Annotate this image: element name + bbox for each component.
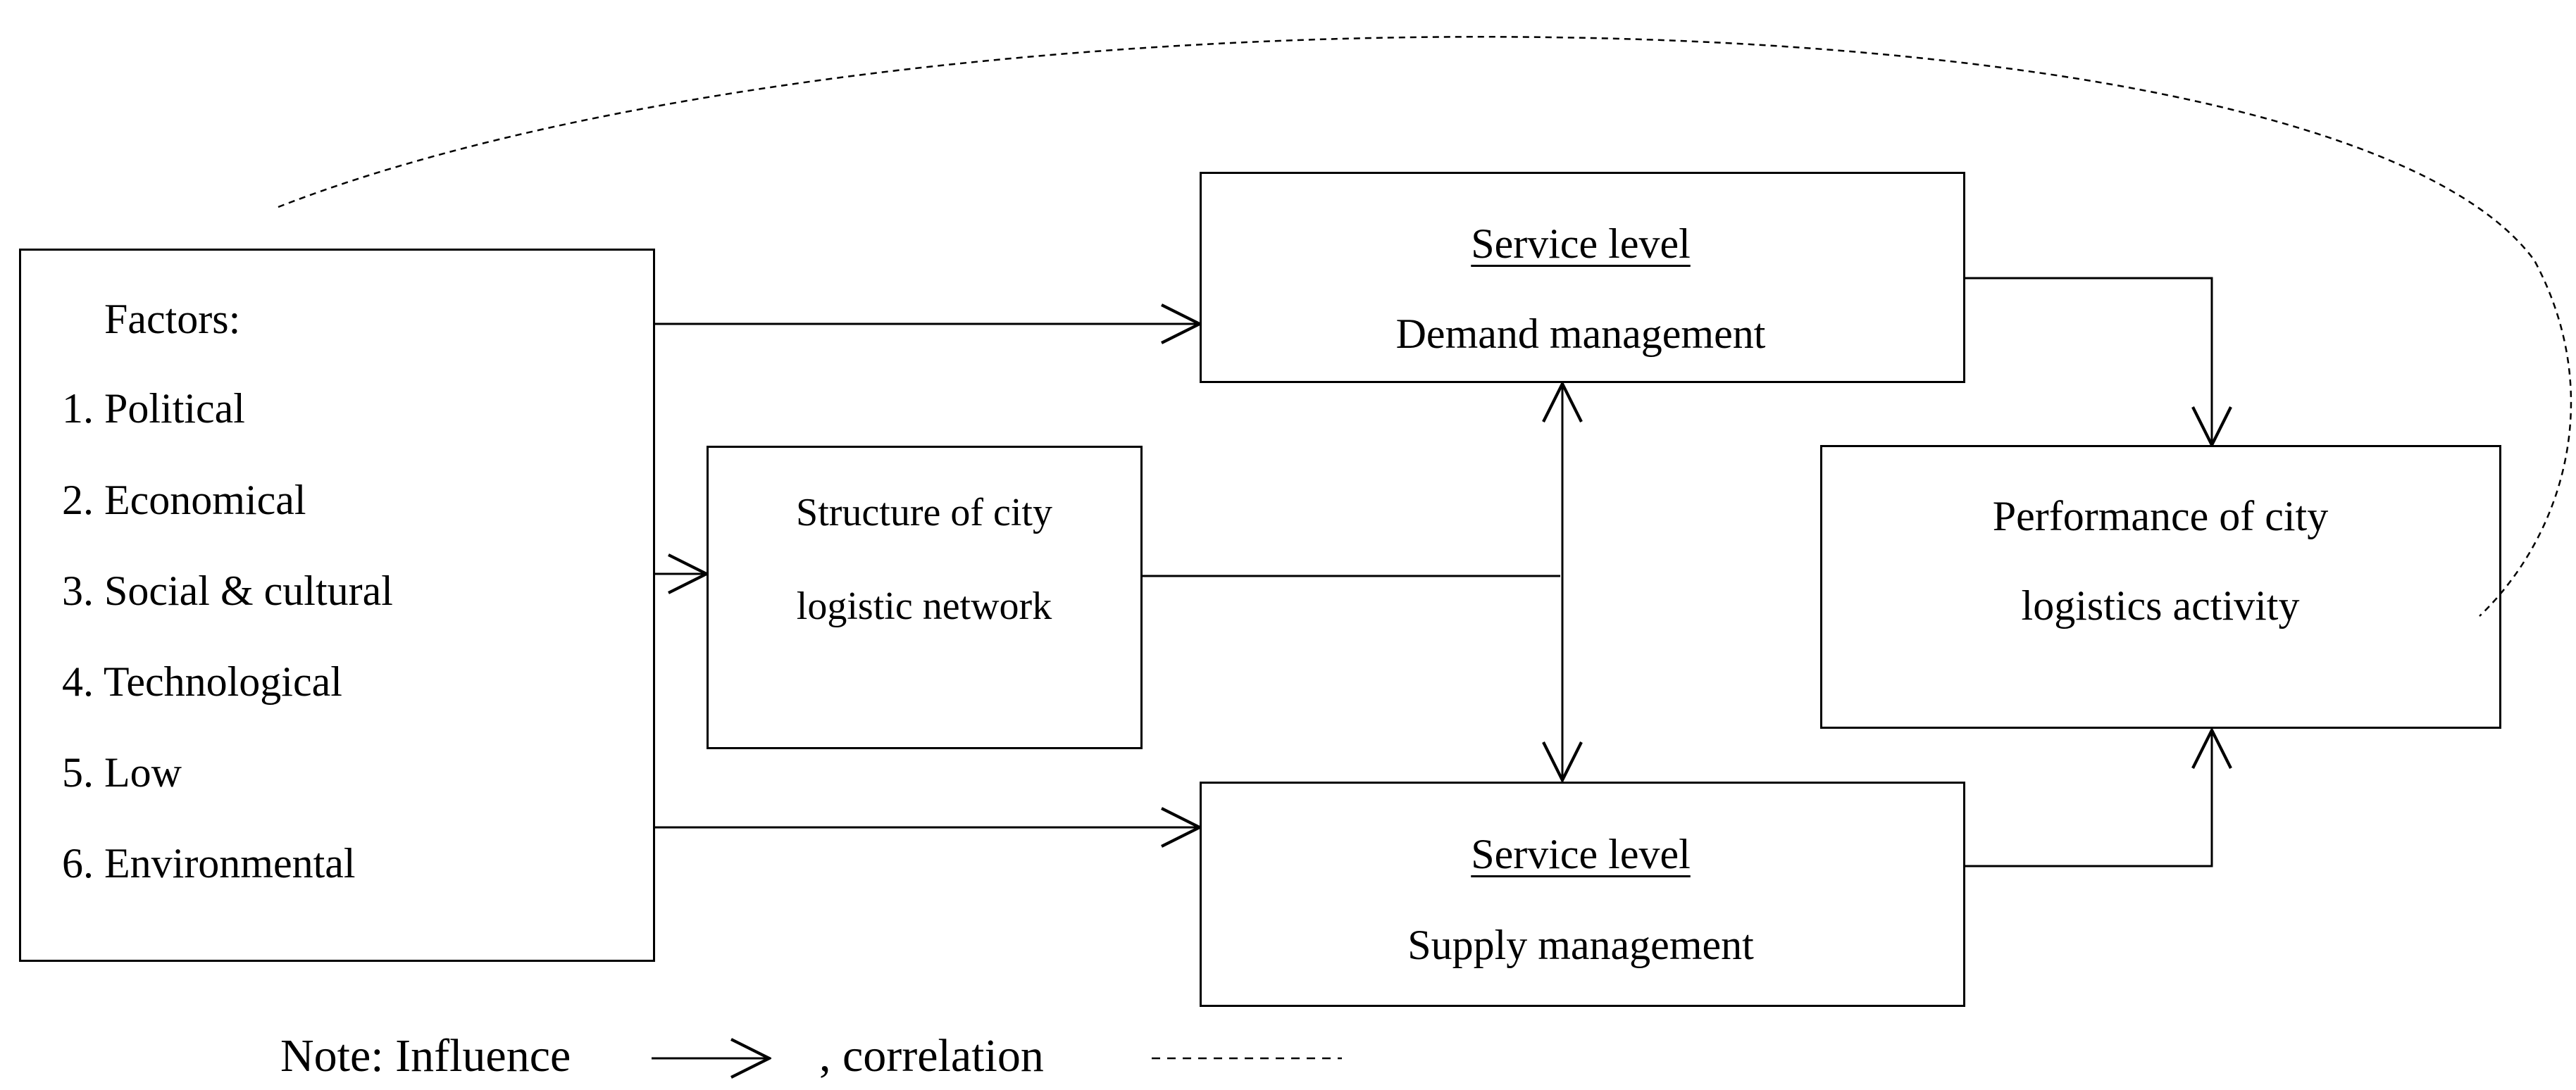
performance-box [1820, 445, 2501, 729]
performance-line2: logistics activity [2021, 582, 2300, 629]
demand-title: Service level [1471, 220, 1691, 267]
supply-box [1200, 782, 1965, 1007]
legend-influence-label: Note: Influence [280, 1030, 571, 1082]
demand-box [1200, 172, 1965, 383]
arrow-supply-to-performance [1965, 730, 2212, 867]
arrow-demand-to-performance [1965, 277, 2212, 445]
legend-correlation-label: , correlation [819, 1030, 1044, 1082]
factor-item: 5. Low [62, 749, 182, 796]
structure-line1: Structure of city [796, 491, 1052, 534]
correlation-curve [278, 36, 2572, 617]
factor-item: 3. Social & cultural [62, 568, 393, 614]
structure-box [707, 446, 1143, 749]
factor-item: 2. Economical [62, 477, 306, 523]
factor-item: 6. Environmental [62, 840, 356, 887]
demand-label: Demand management [1395, 311, 1766, 357]
factors-heading: Factors: [104, 296, 241, 342]
factor-item: 1. Political [62, 385, 245, 432]
structure-line2: logistic network [796, 584, 1052, 628]
performance-line1: Performance of city [1992, 493, 2329, 539]
factor-item: 4. Technological [62, 658, 342, 705]
supply-label: Supply management [1407, 922, 1754, 968]
factors-box [19, 249, 655, 962]
supply-title: Service level [1471, 831, 1691, 877]
